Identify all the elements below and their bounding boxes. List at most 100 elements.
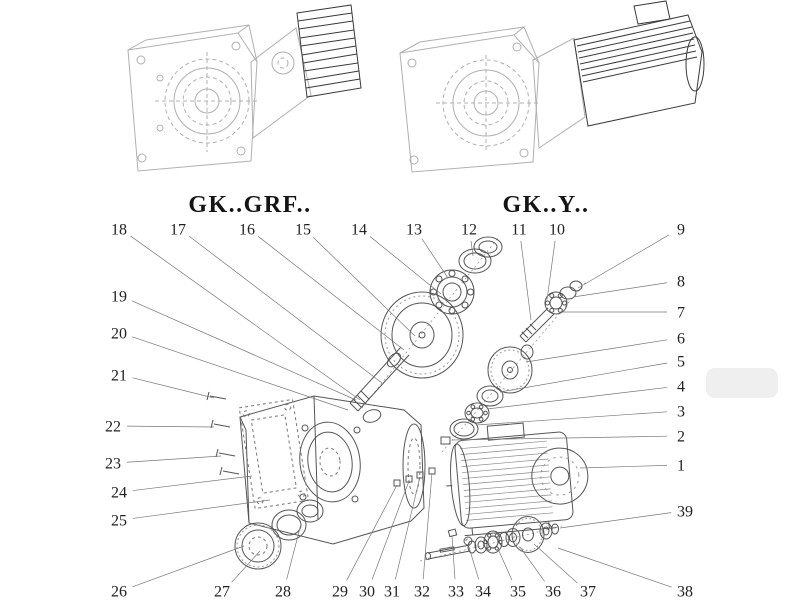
leader-line-33 — [451, 535, 456, 580]
part-number-32: 32 — [414, 584, 430, 600]
flange-bolts — [206, 391, 240, 476]
bevel-pinion-assembly — [519, 280, 583, 343]
part-number-34: 34 — [475, 584, 491, 600]
leader-line-10 — [546, 240, 556, 301]
part-number-16: 16 — [239, 222, 255, 239]
part-number-35: 35 — [510, 584, 526, 600]
part-number-38: 38 — [677, 584, 693, 600]
leader-line-23 — [126, 455, 222, 463]
leader-line-17 — [188, 235, 383, 384]
part-number-11: 11 — [511, 222, 526, 239]
part-number-1: 1 — [677, 458, 685, 475]
leader-line-6 — [525, 339, 668, 363]
watermark — [706, 368, 778, 398]
leader-line-8 — [572, 282, 668, 298]
gear-housing — [239, 395, 451, 545]
leader-line-24 — [132, 475, 253, 491]
part-number-13: 13 — [406, 222, 422, 239]
electric-motor — [446, 422, 589, 537]
part-number-4: 4 — [677, 379, 685, 396]
alignment-axis-3 — [419, 525, 563, 562]
leader-line-39 — [559, 512, 672, 529]
input-pinion-shaft — [349, 346, 410, 412]
part-number-27: 27 — [214, 584, 230, 600]
part-number-5: 5 — [677, 354, 685, 371]
leader-line-14 — [369, 236, 442, 295]
leader-line-32 — [422, 472, 433, 580]
part-number-22: 22 — [105, 419, 121, 436]
part-number-33: 33 — [448, 584, 464, 600]
exploded-view — [206, 236, 589, 570]
leader-line-30 — [371, 480, 410, 580]
part-number-6: 6 — [677, 331, 685, 348]
part-number-24: 24 — [111, 485, 127, 502]
part-number-18: 18 — [111, 222, 127, 239]
leader-line-21 — [132, 377, 215, 399]
part-number-7: 7 — [677, 305, 685, 322]
part-number-25: 25 — [111, 513, 127, 530]
assembled-drawing-gk-grf — [127, 4, 362, 172]
part-number-29: 29 — [332, 584, 348, 600]
input-cover-fins — [296, 4, 362, 98]
part-number-39: 39 — [677, 504, 693, 521]
part-number-2: 2 — [677, 429, 685, 446]
intermediate-gear — [487, 344, 534, 394]
part-number-10: 10 — [549, 222, 565, 239]
part-number-28: 28 — [275, 584, 291, 600]
leader-line-16 — [257, 236, 405, 351]
part-number-20: 20 — [111, 326, 127, 343]
leader-line-3 — [475, 411, 668, 426]
leader-line-38 — [557, 547, 672, 588]
part-number-19: 19 — [111, 289, 127, 306]
alignment-axis-1 — [361, 237, 499, 409]
mounting-flange-plate — [238, 398, 310, 510]
leader-line-25 — [132, 499, 271, 519]
leader-line-9 — [577, 234, 670, 289]
leader-line-34 — [467, 543, 480, 580]
assembled-drawing-gk-y — [399, 0, 705, 173]
part-number-8: 8 — [677, 274, 685, 291]
leader-line-31 — [394, 476, 421, 580]
part-number-26: 26 — [111, 584, 127, 600]
motor-drawing — [573, 0, 705, 127]
main-gear — [380, 291, 464, 379]
main-bearing — [429, 269, 475, 315]
part-number-37: 37 — [580, 584, 596, 600]
variant-label-gk-y: GK..Y.. — [503, 192, 590, 218]
leader-line-18 — [130, 235, 361, 401]
leader-line-37 — [533, 543, 578, 584]
variant-label-gk-grf: GK..GRF.. — [188, 192, 311, 218]
leader-line-35 — [497, 548, 513, 581]
leader-line-36 — [519, 546, 545, 582]
leader-line-13 — [421, 238, 449, 279]
leader-line-12 — [470, 240, 474, 257]
part-number-30: 30 — [359, 584, 375, 600]
leader-line-1 — [579, 465, 668, 469]
leader-line-4 — [486, 387, 668, 410]
part-number-31: 31 — [384, 584, 400, 600]
leader-line-15 — [312, 237, 416, 337]
leader-line-19 — [131, 300, 357, 401]
part-number-9: 9 — [677, 222, 685, 239]
part-number-14: 14 — [351, 222, 367, 239]
leader-line-5 — [499, 362, 668, 393]
leader-line-29 — [346, 484, 398, 581]
part-number-12: 12 — [461, 222, 477, 239]
retaining-rings — [458, 236, 503, 274]
part-number-23: 23 — [105, 456, 121, 473]
leader-line-22 — [126, 425, 215, 428]
output-shaft-assembly — [425, 516, 559, 560]
leader-line-20 — [132, 336, 349, 411]
leader-line-28 — [286, 523, 302, 580]
part-number-3: 3 — [677, 404, 685, 421]
part-number-15: 15 — [295, 222, 311, 239]
leader-line-11 — [520, 240, 532, 321]
part-number-17: 17 — [170, 222, 186, 239]
leader-line-2 — [451, 435, 668, 441]
leader-line-27 — [231, 550, 261, 583]
leader-line-26 — [132, 545, 245, 588]
part-number-36: 36 — [545, 584, 561, 600]
